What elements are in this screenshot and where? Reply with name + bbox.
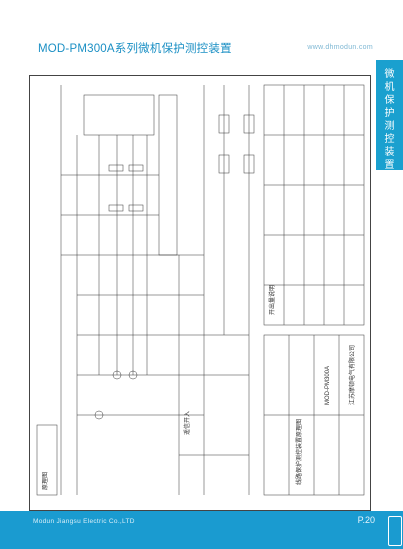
device-box [158, 94, 178, 256]
diagram-label-title: 线路保护测控装置原理图 [295, 419, 303, 485]
side-tab-chevron-icon: » [386, 199, 393, 210]
diagram-label-device: MOD-PM300A [325, 366, 331, 405]
side-tab-char: 护 [384, 108, 395, 119]
page-number: P.20 [357, 515, 375, 525]
side-tab-char: 置 [384, 160, 395, 171]
website-url[interactable]: www.dhmodun.com [307, 44, 373, 51]
diagram-label-company: 江苏摩顿电气有限公司 [348, 345, 356, 405]
side-tab-char: 装 [384, 147, 395, 158]
title-block-box [36, 424, 58, 496]
side-tab-char: 控 [384, 134, 395, 145]
output-table [263, 84, 365, 326]
footer-bar [0, 511, 403, 549]
corner-logo-icon [388, 516, 402, 546]
side-category-tab[interactable]: 微 机 保 护 测 控 装 置 系 列 » [376, 60, 403, 210]
footer-company: Modun Jiangsu Electric Co.,LTD [33, 518, 135, 525]
wiring-diagram: 原理图 遥信开入 开出量说明 MOD-PM300A 江苏摩顿电气有限公司 线路保… [36, 84, 365, 496]
diagram-label-outputs: 开出量说明 [268, 285, 276, 315]
diagram-label-main: 原理图 [42, 472, 49, 490]
side-tab-char: 测 [384, 121, 395, 132]
side-tab-char: 列 [384, 186, 395, 197]
diagram-label-remote: 遥信开入 [183, 411, 191, 435]
side-tab-char: 机 [384, 82, 395, 93]
side-tab-char: 系 [384, 173, 395, 184]
side-tab-char: 微 [384, 69, 395, 80]
page-title: MOD-PM300A系列微机保护测控装置 [38, 43, 232, 55]
side-tab-char: 保 [384, 95, 395, 106]
power-box [83, 94, 155, 136]
